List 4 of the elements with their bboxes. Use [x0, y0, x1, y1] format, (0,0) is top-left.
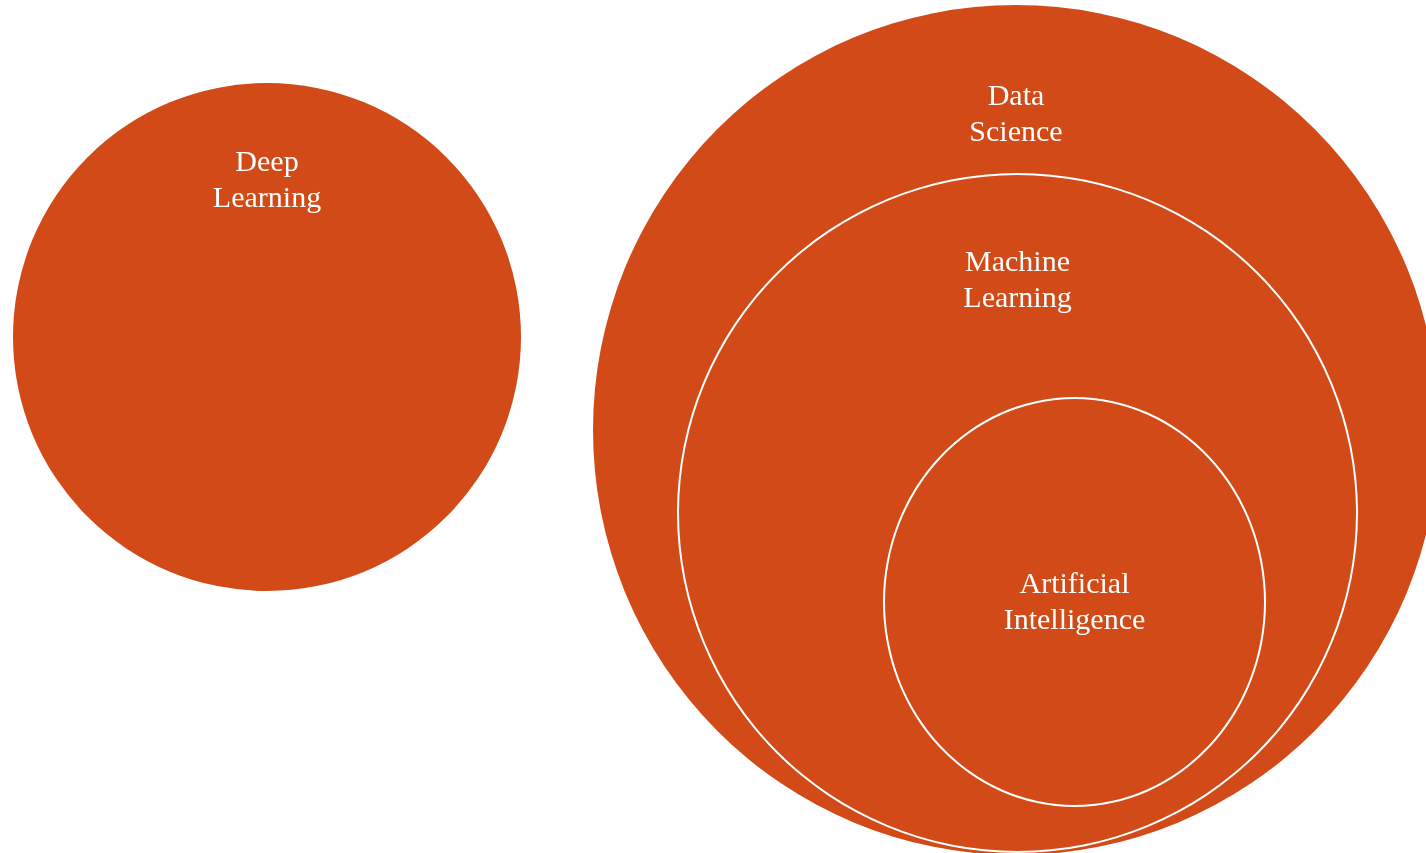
circle-label: Machine Learning — [963, 243, 1072, 315]
circle-label: Artificial Intelligence — [1003, 565, 1146, 637]
circle-label: Data Science — [969, 77, 1063, 149]
circle-label: Deep Learning — [212, 143, 322, 215]
